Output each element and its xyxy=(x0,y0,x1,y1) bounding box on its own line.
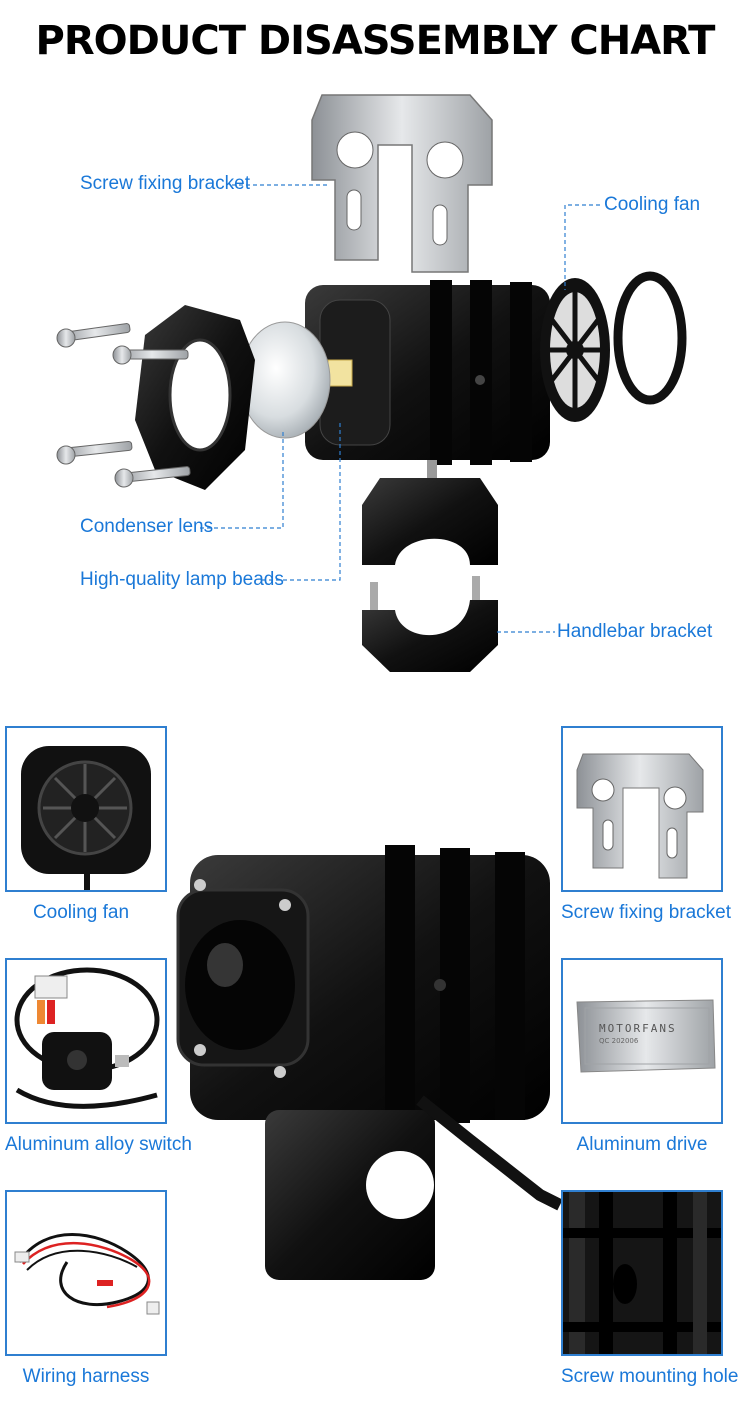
part-box-switch xyxy=(5,958,167,1124)
screws-part xyxy=(56,323,191,488)
caption-switch: Aluminum alloy switch xyxy=(5,1134,192,1155)
caption-wiring-harness: Wiring harness xyxy=(22,1366,150,1387)
label-screw-fixing-bracket: Screw fixing bracket xyxy=(80,173,251,194)
label-handlebar-bracket: Handlebar bracket xyxy=(557,621,713,642)
label-cooling-fan: Cooling fan xyxy=(604,194,701,215)
page-title: PRODUCT DISASSEMBLY CHART xyxy=(35,18,716,64)
drive-brand-text: MOTORFANS xyxy=(599,1022,677,1035)
part-box-aluminum-drive: MOTORFANS QC 202006 xyxy=(561,958,723,1124)
caption-cooling-fan: Cooling fan xyxy=(32,902,130,923)
mounting-hole-thumb xyxy=(563,1192,721,1354)
main-handlebar-mount xyxy=(265,1095,563,1280)
wiring-harness-thumb xyxy=(14,1233,160,1315)
drive-code-text: QC 202006 xyxy=(599,1037,639,1045)
caption-screw-fixing-bracket: Screw fixing bracket xyxy=(561,902,732,923)
label-condenser-lens: Condenser lens xyxy=(80,516,214,537)
cooling-fan-thumb xyxy=(21,746,151,890)
part-box-screw-mounting-hole xyxy=(561,1190,723,1356)
part-box-wiring-harness xyxy=(5,1190,167,1356)
caption-screw-mounting-hole: Screw mounting hole xyxy=(561,1366,739,1387)
aluminum-drive-thumb xyxy=(576,999,716,1073)
bracket-thumb xyxy=(576,753,704,879)
upper-clamp-part xyxy=(362,478,498,565)
handlebar-bracket-part xyxy=(362,576,498,672)
label-lamp-beads: High-quality lamp beads xyxy=(80,569,284,590)
main-lamp-body xyxy=(176,845,550,1125)
housing-part xyxy=(305,280,550,485)
bracket-top-part xyxy=(311,94,493,273)
fan-part xyxy=(540,271,687,422)
part-box-screw-fixing-bracket xyxy=(561,726,723,892)
switch-thumb xyxy=(14,967,160,1109)
part-box-cooling-fan xyxy=(5,726,167,892)
caption-aluminum-drive: Aluminum drive xyxy=(576,1134,708,1155)
